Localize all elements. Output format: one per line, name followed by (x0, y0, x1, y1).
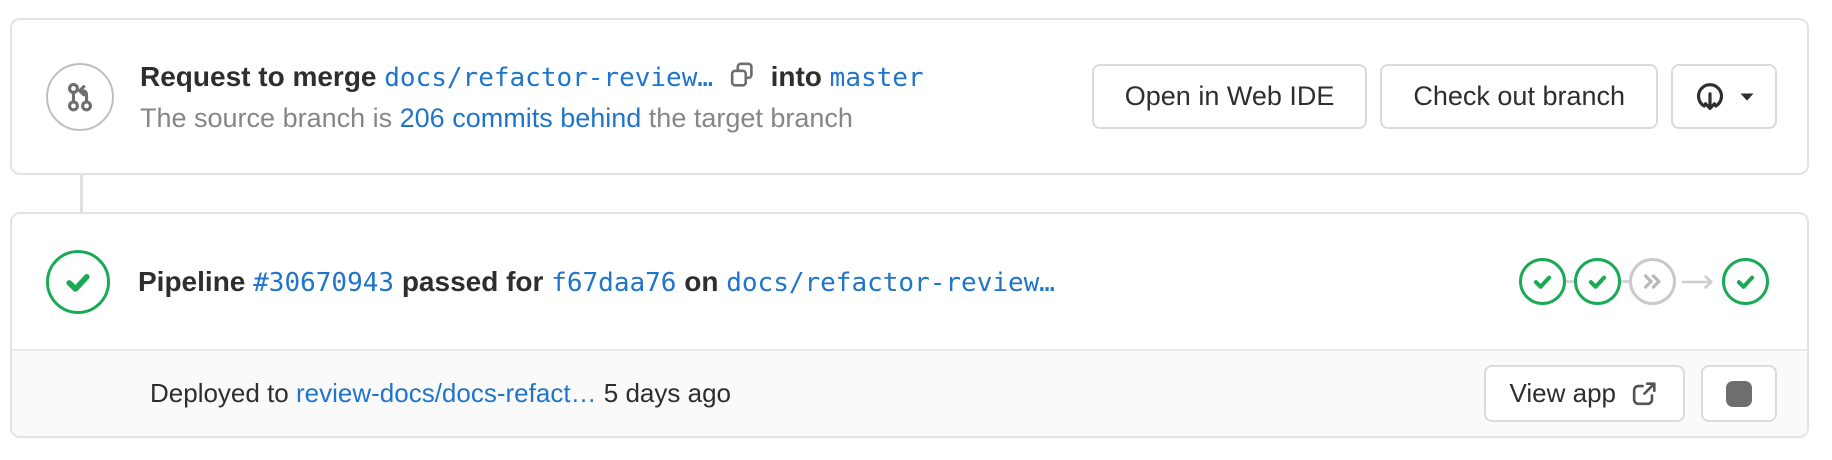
check-out-branch-button[interactable]: Check out branch (1380, 64, 1658, 129)
stage-passed-icon[interactable] (1519, 258, 1566, 305)
commit-sha-link[interactable]: f67daa76 (551, 267, 677, 298)
chevron-down-icon (1739, 92, 1755, 102)
deployment-time: 5 days ago (603, 378, 731, 408)
status-passed-icon (46, 249, 110, 314)
environment-link[interactable]: review-docs/docs-refact… (296, 378, 597, 408)
download-dropdown-button[interactable] (1671, 64, 1777, 129)
merge-request-info: Request to merge docs/refactor-review… i… (140, 59, 1092, 135)
view-app-button[interactable]: View app (1483, 365, 1685, 422)
deployment-actions: View app (1483, 365, 1777, 422)
pipeline-status-row: Pipeline #30670943 passed for f67daa76 o… (12, 214, 1807, 349)
source-branch-status-prefix: The source branch is (140, 102, 393, 133)
commits-behind-link[interactable]: 206 commits behind (399, 102, 642, 133)
merge-request-title: Request to merge docs/refactor-review… i… (140, 59, 1092, 96)
external-link-icon (1629, 379, 1659, 409)
deployment-info: Deployed to review-docs/docs-refact… 5 d… (150, 378, 1484, 409)
stage-connector (1566, 280, 1574, 283)
downstream-pipeline-passed-icon[interactable] (1722, 258, 1769, 305)
copy-to-clipboard-icon (727, 60, 757, 90)
merge-request-actions: Open in Web IDE Check out branch (1091, 64, 1777, 129)
view-app-label: View app (1509, 378, 1617, 408)
widget-connector-line (80, 175, 83, 214)
pipeline-summary: Pipeline #30670943 passed for f67daa76 o… (138, 266, 1519, 298)
into-label: into (770, 60, 822, 92)
merge-request-widget: Request to merge docs/refactor-review… i… (10, 18, 1809, 175)
pipeline-status-text: passed for (401, 265, 544, 297)
pipeline-on-label: on (684, 265, 719, 297)
target-branch-link[interactable]: master (829, 62, 924, 93)
request-to-merge-label: Request to merge (140, 60, 377, 92)
download-icon (1693, 80, 1727, 114)
pipeline-number-link[interactable]: #30670943 (253, 267, 395, 298)
open-in-web-ide-button[interactable]: Open in Web IDE (1091, 64, 1368, 129)
deployed-to-label: Deployed to (150, 378, 289, 408)
branch-status-line: The source branch is 206 commits behind … (140, 101, 1092, 135)
stage-connector (1621, 280, 1629, 283)
pipeline-widget: Pipeline #30670943 passed for f67daa76 o… (10, 212, 1809, 438)
stage-passed-icon[interactable] (1574, 258, 1621, 305)
source-branch-status-suffix: the target branch (648, 102, 853, 133)
merge-request-icon (46, 62, 114, 131)
stage-skipped-icon[interactable] (1629, 258, 1676, 305)
downstream-arrow-icon (1681, 273, 1717, 291)
pipeline-branch-link[interactable]: docs/refactor-review… (726, 267, 1055, 298)
mini-pipeline-graph (1519, 258, 1769, 305)
deployment-row: Deployed to review-docs/docs-refact… 5 d… (12, 349, 1807, 436)
source-branch-link[interactable]: docs/refactor-review… (384, 62, 714, 93)
pipeline-label: Pipeline (138, 265, 246, 297)
stop-icon (1726, 380, 1752, 407)
copy-branch-name-button[interactable] (727, 60, 757, 90)
stop-environment-button[interactable] (1701, 365, 1777, 422)
